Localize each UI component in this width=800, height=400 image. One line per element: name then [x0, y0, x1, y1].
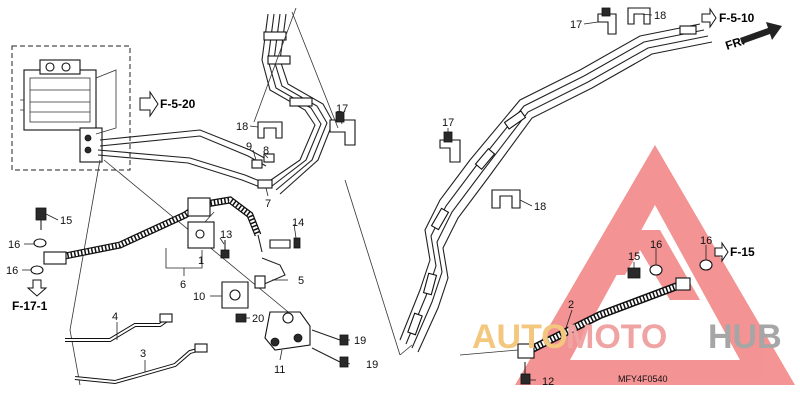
callout-17-right: 17 — [442, 117, 454, 129]
clamp-9 — [251, 159, 263, 169]
callout-4: 4 — [112, 311, 118, 323]
callout-19-b: 19 — [366, 359, 378, 371]
center-pipes — [261, 13, 334, 195]
reference-f-5-10: F-5-10 — [719, 11, 755, 25]
bolt-13 — [220, 240, 230, 259]
bolts-19 — [311, 329, 349, 368]
brake-hose-4 — [65, 313, 173, 342]
callout-18-center: 18 — [236, 121, 248, 133]
callout-20: 20 — [252, 313, 264, 325]
reference-arrow-f-5-20[interactable]: F-5-20 — [139, 90, 196, 118]
washer-16-left-b — [30, 265, 44, 275]
callout-15-right: 15 — [628, 251, 640, 263]
callout-19-a: 19 — [354, 335, 366, 347]
right-brake-pipes — [399, 23, 713, 353]
reference-arrow-f-17-1[interactable]: F-17-1 — [12, 279, 48, 313]
callout-16-left-b: 16 — [6, 265, 18, 277]
clamp-8 — [263, 153, 275, 163]
callout-6: 6 — [180, 279, 186, 291]
reference-arrow-f-15[interactable]: F-15 — [714, 241, 755, 263]
washer-16-left-a — [33, 238, 47, 248]
bolt-12 — [520, 362, 531, 385]
callout-13: 13 — [220, 229, 232, 241]
callout-3: 3 — [140, 348, 146, 360]
callout-1: 1 — [198, 255, 204, 267]
reference-f-15: F-15 — [730, 245, 755, 259]
abs-modulator-assembly — [11, 45, 131, 171]
bracket-1 — [187, 211, 215, 249]
reference-arrow-f-5-10[interactable]: F-5-10 — [701, 7, 755, 29]
brake-pipe-5 — [254, 257, 286, 289]
bolt-15-right — [627, 267, 641, 279]
callout-18-right-top: 18 — [654, 10, 666, 22]
reference-f-5-20: F-5-20 — [160, 97, 196, 111]
diagram-code: MFY4F0540 — [618, 374, 668, 384]
brake-hose-3 — [74, 343, 208, 385]
clip-14 — [269, 237, 301, 249]
callout-17-right-top: 17 — [570, 19, 582, 31]
clamp-18-right-top — [627, 7, 651, 25]
clamp-17-right-top — [597, 7, 617, 35]
callout-9: 9 — [246, 141, 252, 153]
leader-lines — [22, 13, 707, 381]
callout-12: 12 — [542, 376, 554, 388]
clamp-17-right — [439, 131, 461, 163]
washer-16-right-a — [649, 264, 663, 276]
bracket-10 — [221, 281, 249, 323]
reference-f-17-1: F-17-1 — [12, 299, 48, 313]
clamp-18-right — [491, 189, 521, 209]
callout-17-center: 17 — [336, 103, 348, 115]
callouts: 1 2 3 4 5 6 7 8 9 10 11 12 13 14 15 15 1… — [6, 10, 712, 388]
callout-11: 11 — [274, 364, 285, 376]
callout-15-left: 15 — [60, 215, 72, 227]
joint-7 — [257, 179, 273, 189]
callout-16-left-a: 16 — [8, 239, 20, 251]
front-direction-arrow: FR. — [724, 22, 782, 53]
callout-14: 14 — [292, 217, 304, 229]
clamp-18-center — [257, 121, 283, 139]
watermark-hub: HUB — [708, 318, 782, 356]
callout-8: 8 — [263, 145, 269, 157]
watermark-text: AUTO MOTO HUB — [472, 318, 782, 356]
callout-16-right-a: 16 — [650, 239, 662, 251]
washer-16-right-b — [699, 259, 713, 271]
callout-10: 10 — [193, 291, 205, 303]
watermark-auto: AUTO — [472, 318, 568, 356]
callout-18-right: 18 — [534, 201, 546, 213]
bolt-15-left — [35, 207, 47, 230]
front-label: FR. — [724, 34, 747, 53]
brake-hose-2 — [459, 277, 691, 359]
callout-16-right-b: 16 — [700, 235, 712, 247]
callout-5: 5 — [298, 275, 304, 287]
joint-11 — [264, 311, 311, 351]
watermark-moto: MOTO — [566, 318, 667, 356]
callout-2: 2 — [568, 299, 574, 311]
callout-7: 7 — [265, 198, 271, 210]
brake-hose-6 — [43, 196, 263, 265]
